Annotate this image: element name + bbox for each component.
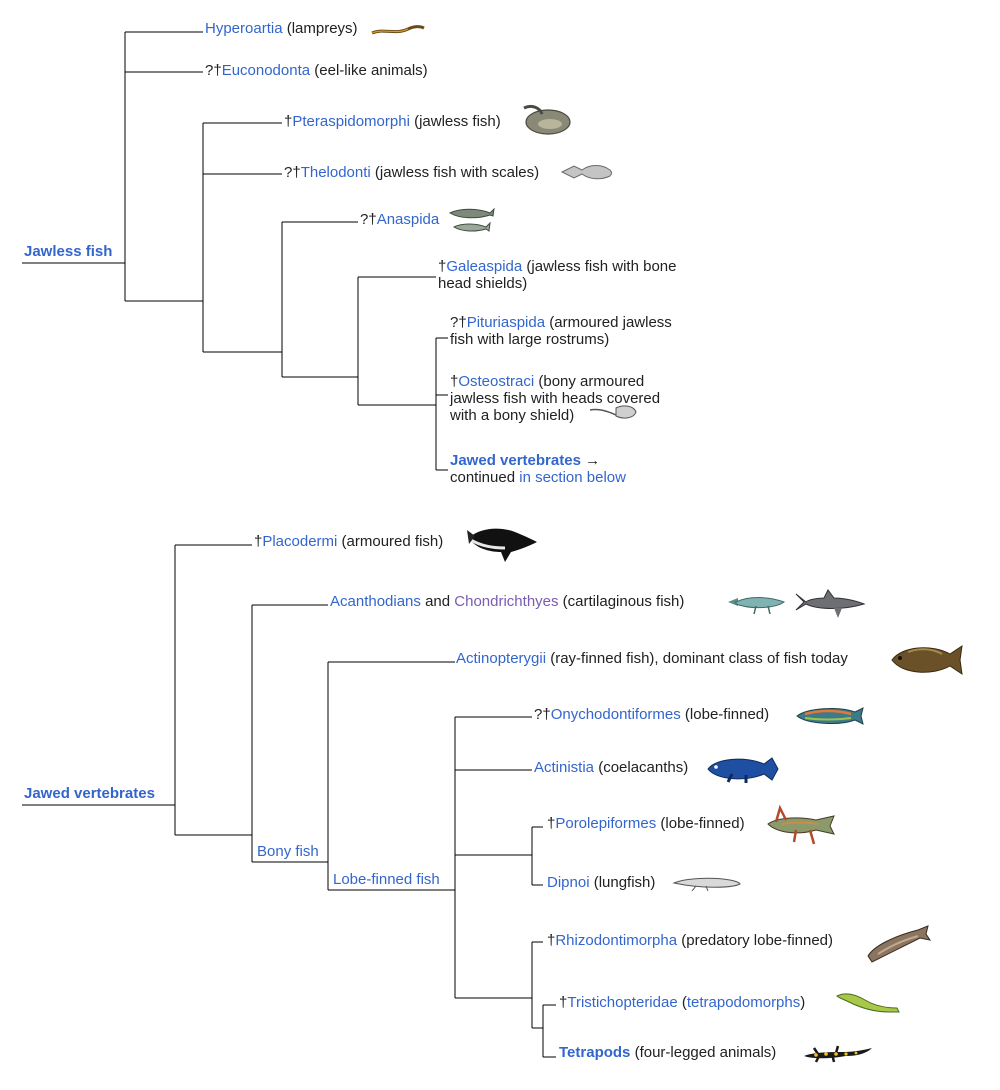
extinct-marker: † (254, 533, 263, 550)
desc-pteraspidomorphi: (jawless fish) (409, 113, 501, 130)
link-tristichopteridae[interactable]: Tristichopteridae (567, 994, 678, 1011)
extinct-marker: ?† (534, 706, 551, 723)
link-placodermi[interactable]: Placodermi (262, 533, 338, 550)
desc-thelodonti: (jawless fish with scales) (370, 164, 540, 181)
link-bony-fish[interactable]: Bony fish (257, 843, 319, 860)
desc-actinopterygii: (ray-finned fish), dominant class of fis… (546, 650, 848, 667)
link-pituriaspida[interactable]: Pituriaspida (466, 314, 546, 331)
lungfish-icon (672, 877, 741, 892)
desc-rhizodontimorpha: (predatory lobe-finned) (677, 932, 834, 949)
clade-rhizodontimorpha: †Rhizodontimorpha (predatory lobe-finned… (547, 932, 833, 950)
extinct-marker: ?† (360, 211, 377, 228)
link-anaspida[interactable]: Anaspida (376, 211, 440, 228)
link-thelodonti[interactable]: Thelodonti (300, 164, 371, 181)
clade-pituriaspida: ?†Pituriaspida (armoured jawless fish wi… (450, 314, 685, 348)
desc-actinistia: (coelacanths) (594, 759, 689, 776)
clade-placodermi: †Placodermi (armoured fish) (254, 533, 443, 551)
coelacanth-icon (707, 757, 779, 783)
link-actinistia[interactable]: Actinistia (534, 759, 595, 776)
desc-euconodonta: (eel-like animals) (310, 62, 428, 79)
clade-hyperoartia: Hyperoartia (lampreys) (205, 20, 358, 38)
clade-galeaspida: †Galeaspida (jawless fish with bone head… (438, 258, 688, 292)
anaspid-icon (448, 207, 495, 232)
desc-pituriaspida: (armoured jawless fish with large rostru… (450, 314, 672, 348)
paren-close: ) (800, 994, 806, 1011)
link-chondrichthyes[interactable]: Chondrichthyes (454, 593, 559, 610)
link-tetrapodomorphs[interactable]: tetrapodomorphs (686, 994, 801, 1011)
extinct-marker: † (547, 815, 556, 832)
clade-osteostraci: †Osteostraci (bony armoured jawless fish… (450, 373, 685, 424)
link-osteostraci[interactable]: Osteostraci (458, 373, 535, 390)
clade-jawed-vertebrates-link: Jawed vertebrates → continued in section… (450, 452, 680, 486)
extinct-marker: ?† (284, 164, 301, 181)
link-jawed-vertebrates[interactable]: Jawed vertebrates (450, 452, 581, 469)
arrow: → (580, 452, 601, 469)
desc-osteostraci: (bony armoured jawless fish with heads c… (450, 373, 661, 424)
extinct-marker: † (438, 258, 447, 275)
link-rhizodontimorpha[interactable]: Rhizodontimorpha (555, 932, 678, 949)
desc-galeaspida: (jawless fish with bone head shields) (438, 258, 677, 292)
link-lobe-finned-fish[interactable]: Lobe-finned fish (333, 871, 440, 888)
desc-porolepiformes: (lobe-finned) (656, 815, 745, 832)
link-euconodonta[interactable]: Euconodonta (221, 62, 311, 79)
link-dipnoi[interactable]: Dipnoi (547, 874, 590, 891)
link-hyperoartia[interactable]: Hyperoartia (205, 20, 283, 37)
extinct-marker: † (450, 373, 459, 390)
paren-open: ( (677, 994, 687, 1011)
clade-pteraspidomorphi: †Pteraspidomorphi (jawless fish) (284, 113, 501, 131)
lamprey-icon (371, 25, 425, 35)
extinct-marker: † (284, 113, 293, 130)
label-lobe-finned-fish: Lobe-finned fish (333, 871, 440, 889)
extinct-marker: † (547, 932, 556, 949)
link-in-section-below[interactable]: in section below (519, 469, 626, 486)
clade-porolepiformes: †Porolepiformes (lobe-finned) (547, 815, 745, 833)
desc-tetrapods: (four-legged animals) (630, 1044, 777, 1061)
extinct-marker: † (559, 994, 568, 1011)
carp-icon (891, 644, 963, 676)
clade-onychodontiformes: ?†Onychodontiformes (lobe-finned) (534, 706, 769, 724)
root-jawless-fish[interactable]: Jawless fish (24, 243, 113, 260)
link-galeaspida[interactable]: Galeaspida (446, 258, 523, 275)
clade-tetrapods: Tetrapods (four-legged animals) (559, 1044, 776, 1062)
and-text: and (420, 593, 455, 610)
clade-actinistia: Actinistia (coelacanths) (534, 759, 688, 777)
continued-text: continued (450, 469, 520, 486)
porolepiform-icon (767, 804, 835, 845)
root-jawed-vertebrates[interactable]: Jawed vertebrates (24, 785, 155, 802)
salamander-icon (804, 1045, 872, 1063)
onychodont-icon (796, 707, 864, 725)
rhizodont-icon (867, 925, 932, 963)
link-pteraspidomorphi[interactable]: Pteraspidomorphi (292, 113, 410, 130)
acanthodian-icon (728, 597, 786, 615)
shark-icon (795, 589, 866, 618)
extinct-marker: ?† (450, 314, 467, 331)
placoderm-icon (467, 528, 537, 562)
clade-thelodonti: ?†Thelodonti (jawless fish with scales) (284, 164, 539, 182)
thelodont-icon (560, 165, 612, 180)
clade-anaspida: ?†Anaspida (360, 211, 439, 229)
clade-acanthodians-chondrichthyes: Acanthodians and Chondrichthyes (cartila… (330, 593, 684, 611)
link-onychodontiformes[interactable]: Onychodontiformes (550, 706, 681, 723)
osteostracan-icon (589, 405, 637, 419)
link-porolepiformes[interactable]: Porolepiformes (555, 815, 657, 832)
extinct-marker: ?† (205, 62, 222, 79)
desc-dipnoi: (lungfish) (589, 874, 656, 891)
desc-hyperoartia: (lampreys) (282, 20, 358, 37)
label-bony-fish: Bony fish (257, 843, 319, 861)
clade-actinopterygii: Actinopterygii (ray-finned fish), domina… (456, 650, 848, 668)
clade-euconodonta: ?†Euconodonta (eel-like animals) (205, 62, 428, 80)
desc-cartilaginous: (cartilaginous fish) (558, 593, 685, 610)
link-actinopterygii[interactable]: Actinopterygii (456, 650, 547, 667)
pteraspid-icon (523, 104, 571, 135)
link-acanthodians[interactable]: Acanthodians (330, 593, 421, 610)
clade-dipnoi: Dipnoi (lungfish) (547, 874, 655, 892)
clade-tristichopteridae: †Tristichopteridae (tetrapodomorphs) (559, 994, 805, 1012)
desc-placodermi: (armoured fish) (337, 533, 444, 550)
desc-onychodontiformes: (lobe-finned) (680, 706, 770, 723)
link-tetrapods[interactable]: Tetrapods (559, 1044, 631, 1061)
tristichopterid-icon (836, 993, 900, 1013)
